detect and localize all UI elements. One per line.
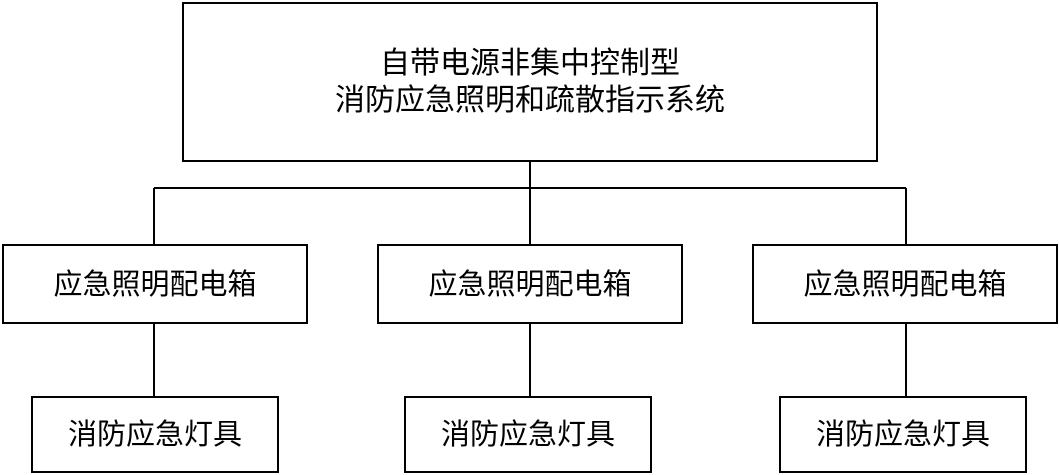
emergency-lamp-node-3: 消防应急灯具 [779,396,1027,473]
root-system-node: 自带电源非集中控制型 消防应急照明和疏散指示系统 [182,2,878,162]
emergency-lamp-label: 消防应急灯具 [440,417,615,452]
emergency-lamp-label: 消防应急灯具 [67,417,242,452]
emergency-lamp-label: 消防应急灯具 [815,417,990,452]
emergency-lamp-node-1: 消防应急灯具 [31,396,279,473]
distribution-box-label: 应急照明配电箱 [53,266,257,301]
distribution-box-node-3: 应急照明配电箱 [752,244,1058,324]
distribution-box-label: 应急照明配电箱 [428,266,632,301]
distribution-box-node-1: 应急照明配电箱 [2,244,308,324]
root-title-line-1: 自带电源非集中控制型 [380,45,680,81]
distribution-box-label: 应急照明配电箱 [803,266,1007,301]
distribution-box-node-2: 应急照明配电箱 [377,244,683,324]
emergency-lamp-node-2: 消防应急灯具 [404,396,652,473]
root-title-line-2: 消防应急照明和疏散指示系统 [335,83,725,118]
